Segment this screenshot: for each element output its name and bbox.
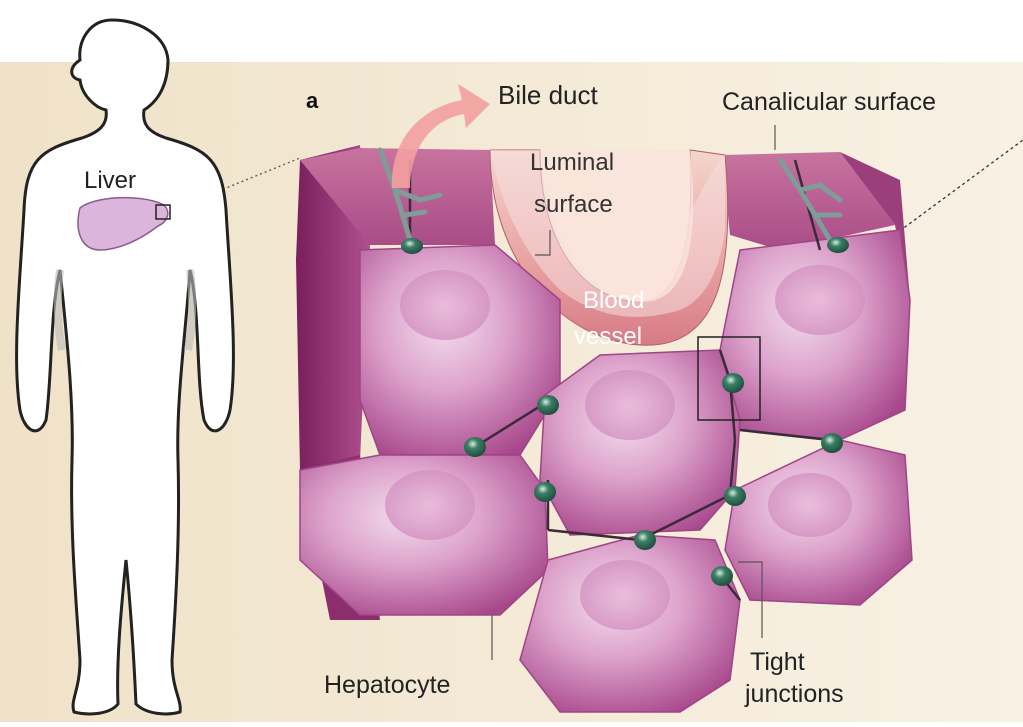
junction-1 bbox=[401, 238, 423, 254]
hepatocyte-label: Hepatocyte bbox=[324, 671, 450, 699]
junction-7 bbox=[724, 486, 746, 506]
canalicular-surface-label: Canalicular surface bbox=[722, 88, 936, 116]
junction-6 bbox=[534, 482, 556, 502]
junction-8 bbox=[821, 433, 843, 453]
blood-vessel-label-line2: vessel bbox=[574, 323, 642, 350]
tight-junctions-label-line2: junctions bbox=[744, 680, 844, 708]
junction-4 bbox=[464, 437, 486, 457]
bile-duct-label: Bile duct bbox=[498, 80, 598, 110]
junction-3 bbox=[537, 395, 559, 415]
tight-junctions-label-line1: Tight bbox=[750, 648, 805, 676]
luminal-surface-label-line2: surface bbox=[534, 191, 613, 218]
junction-2 bbox=[827, 237, 849, 253]
liver-label: Liver bbox=[84, 167, 136, 194]
panel-label: a bbox=[306, 88, 319, 113]
junction-5 bbox=[722, 373, 744, 393]
blood-vessel-label-line1: Blood bbox=[583, 287, 644, 314]
junction-9 bbox=[634, 530, 656, 550]
luminal-surface-label-line1: Luminal bbox=[530, 149, 614, 176]
junction-10 bbox=[711, 566, 733, 586]
